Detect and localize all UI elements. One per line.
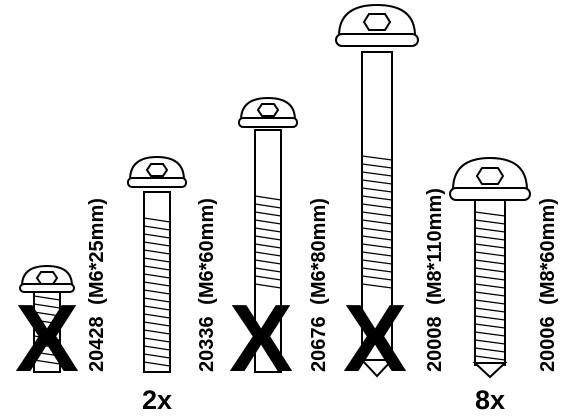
part-code-20336: 20336	[196, 316, 218, 372]
part-code-20006: 20006	[537, 316, 559, 372]
hex-socket-bolt-icon	[335, 3, 419, 378]
part-code-20008: 20008	[424, 316, 446, 372]
hex-socket-bolt-icon	[127, 155, 187, 373]
part-size-20336: (M6*60mm)	[196, 198, 218, 305]
part-size-20676: (M6*80mm)	[308, 198, 330, 305]
part-size-20428: (M6*25mm)	[86, 198, 108, 305]
part-size-20006: (M8*60mm)	[537, 198, 559, 305]
cross-mark-20676: X	[229, 285, 293, 392]
hex-socket-bolt-icon	[19, 264, 75, 373]
part-label-20676: 20676 (M6*80mm)	[308, 198, 330, 372]
hex-socket-bolt-icon	[449, 156, 531, 379]
quantity-20006: 8x	[475, 385, 505, 415]
part-label-20008: 20008 (M8*110mm)	[424, 188, 446, 372]
part-label-20428: 20428 (M6*25mm)	[86, 198, 108, 372]
part-code-20676: 20676	[308, 316, 330, 372]
quantity-20336: 2x	[142, 385, 172, 415]
screw-20008: X 20008 (M8*110mm)	[335, 3, 446, 392]
screw-20006: 20006 (M8*60mm) 8x	[449, 156, 559, 415]
part-label-20006: 20006 (M8*60mm)	[537, 198, 559, 372]
part-code-20428: 20428	[86, 316, 108, 372]
screw-20676: X 20676 (M6*80mm)	[229, 96, 330, 392]
cross-mark-20008: X	[343, 285, 407, 392]
hex-socket-bolt-icon	[238, 96, 298, 373]
screw-20428: X 20428 (M6*25mm)	[15, 198, 108, 392]
screw-20336: 20336 (M6*60mm) 2x	[127, 155, 218, 415]
part-label-20336: 20336 (M6*60mm)	[196, 198, 218, 372]
cross-mark-20428: X	[15, 285, 79, 392]
part-size-20008: (M8*110mm)	[424, 188, 446, 305]
